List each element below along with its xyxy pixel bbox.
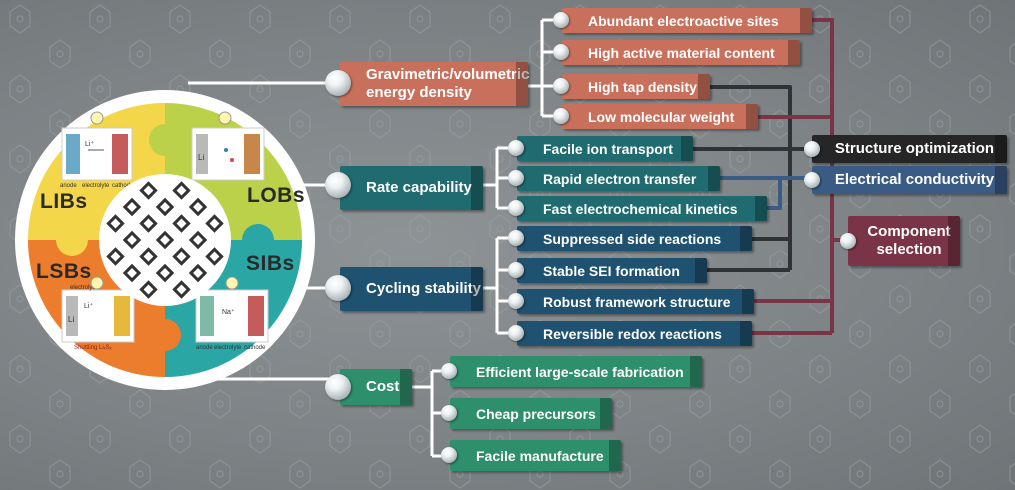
framework-node xyxy=(155,197,175,217)
factor-cycling-stability: Cycling stability xyxy=(340,267,483,311)
framework-node xyxy=(172,247,191,266)
sphere-connector-icon xyxy=(441,363,457,379)
framework-node xyxy=(139,181,158,200)
label-sibs: SIBs xyxy=(246,252,295,275)
framework-node xyxy=(122,263,142,283)
framework-node xyxy=(122,197,142,217)
sphere-connector-icon xyxy=(441,447,457,463)
framework-node xyxy=(155,230,175,250)
sphere-connector-icon xyxy=(508,293,524,309)
svg-text:anode: anode xyxy=(196,345,213,351)
sphere-connector-icon xyxy=(508,325,524,341)
sphere-connector-icon xyxy=(325,172,351,198)
sphere-connector-icon xyxy=(804,141,820,157)
factor-rate-capability: Rate capability xyxy=(340,166,483,210)
sub-low-molecular-weight: Low molecular weight xyxy=(562,104,758,129)
sphere-connector-icon xyxy=(325,374,351,400)
framework-node xyxy=(122,230,142,250)
framework-node xyxy=(188,263,208,283)
svg-text:cathode: cathode xyxy=(244,345,266,351)
sub-abundant-electroactive-sites: Abundant electroactive sites xyxy=(562,8,812,33)
framework-node xyxy=(139,214,158,233)
svg-text:Li: Li xyxy=(198,153,204,162)
sphere-connector-icon xyxy=(508,200,524,216)
svg-text:electrolyte: electrolyte xyxy=(214,345,242,351)
framework-node xyxy=(205,214,224,233)
framework-node xyxy=(155,263,175,283)
light-bulb-icon xyxy=(90,276,104,290)
svg-text:Li⁺: Li⁺ xyxy=(84,302,93,310)
sphere-connector-icon xyxy=(840,233,856,249)
sphere-connector-icon xyxy=(553,44,569,60)
framework-node xyxy=(139,280,158,299)
sphere-connector-icon xyxy=(553,78,569,94)
property-electrical-conductivity: Electrical conductivity xyxy=(812,166,1007,194)
framework-node xyxy=(172,181,191,200)
svg-text:electrolyte: electrolyte xyxy=(82,183,110,189)
sub-cheap-precursors: Cheap precursors xyxy=(450,398,612,429)
sub-high-tap-density: High tap density xyxy=(562,74,710,99)
sub-high-active-material-content: High active material content xyxy=(562,40,800,65)
porous-framework-icon xyxy=(106,181,224,299)
sphere-connector-icon xyxy=(508,262,524,278)
light-bulb-icon xyxy=(218,111,232,125)
factor-cost: Cost xyxy=(340,369,412,405)
sphere-connector-icon xyxy=(553,108,569,124)
sphere-connector-icon xyxy=(804,172,820,188)
framework-disc xyxy=(99,174,231,306)
label-libs: LIBs xyxy=(40,190,88,213)
sub-rapid-electron-transfer: Rapid electron transfer xyxy=(517,166,720,191)
sphere-connector-icon xyxy=(508,140,524,156)
framework-node xyxy=(172,280,191,299)
svg-text:Li: Li xyxy=(68,315,74,324)
sub-stable-sei-formation: Stable SEI formation xyxy=(517,258,707,283)
sphere-connector-icon xyxy=(508,230,524,246)
sphere-connector-icon xyxy=(441,405,457,421)
light-bulb-icon xyxy=(225,276,239,290)
framework-node xyxy=(106,214,125,233)
sphere-connector-icon xyxy=(508,170,524,186)
svg-text:Na⁺: Na⁺ xyxy=(222,308,235,316)
framework-node xyxy=(106,247,125,266)
svg-text:Li⁺: Li⁺ xyxy=(85,140,94,148)
component-links xyxy=(750,18,848,335)
framework-node xyxy=(139,247,158,266)
sphere-connector-icon xyxy=(325,70,351,96)
libs-cell-diagram: Li⁺ anode electrolyte cathode xyxy=(60,111,134,189)
conductivity-links xyxy=(718,176,812,210)
lobs-cell-diagram: Li xyxy=(191,111,265,181)
property-structure-optimization: Structure optimization xyxy=(812,135,1007,163)
sub-facile-manufacture: Facile manufacture xyxy=(450,440,621,471)
sub-efficient-large-scale-fabrication: Efficient large-scale fabrication xyxy=(450,356,702,387)
sphere-connector-icon xyxy=(553,12,569,28)
lsbs-cell-diagram: Li Li⁺ electrolyte Shuttling LiₓSₓ xyxy=(61,276,135,351)
svg-text:anode: anode xyxy=(60,183,77,189)
light-bulb-icon xyxy=(90,111,104,125)
battery-types-circle: Li⁺ anode electrolyte cathode Li Li Li⁺ … xyxy=(15,90,315,390)
sub-facile-ion-transport: Facile ion transport xyxy=(517,136,693,161)
svg-text:electrolyte: electrolyte xyxy=(70,285,98,291)
framework-node xyxy=(188,197,208,217)
sibs-cell-diagram: Na⁺ anode electrolyte cathode xyxy=(195,276,269,351)
framework-node xyxy=(188,230,208,250)
sub-robust-framework-structure: Robust framework structure xyxy=(517,289,754,314)
sub-reversible-redox-reactions: Reversible redox reactions xyxy=(517,321,752,346)
label-lsbs: LSBs xyxy=(36,260,92,283)
svg-text:Shuttling LiₓSₓ: Shuttling LiₓSₓ xyxy=(74,345,112,351)
sphere-connector-icon xyxy=(325,275,351,301)
label-lobs: LOBs xyxy=(247,184,306,207)
sub-fast-electrochemical-kinetics: Fast electrochemical kinetics xyxy=(517,196,767,221)
framework-node xyxy=(172,214,191,233)
sub-suppressed-side-reactions: Suppressed side reactions xyxy=(517,226,752,251)
svg-text:cathode: cathode xyxy=(112,183,134,189)
framework-node xyxy=(205,247,224,266)
